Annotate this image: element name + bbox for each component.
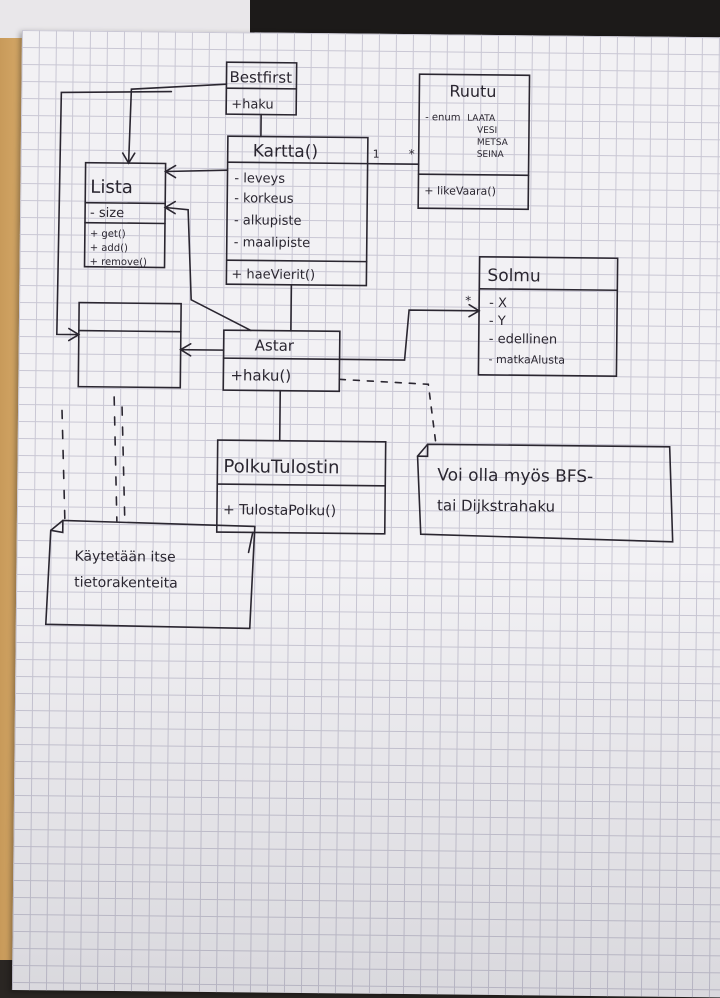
- note-bfs-line2: tai Dijkstrahaku: [437, 496, 555, 515]
- kartta-name: Kartta(): [253, 141, 318, 162]
- solmu-attr-matkaalusta: - matkaAlusta: [489, 353, 566, 367]
- multiplicity-kartta-ruutu-one: 1: [373, 148, 380, 161]
- kartta-attr-maalipiste: - maalipiste: [234, 235, 311, 251]
- kartta-attr-leveys: - leveys: [234, 171, 285, 187]
- multiplicity-astar-solmu: *: [465, 294, 471, 308]
- bestfirst-method: +haku: [231, 97, 274, 112]
- solmu-name: Solmu: [487, 266, 540, 287]
- polkutulostin-name: PolkuTulostin: [223, 456, 339, 478]
- note-bfs-line1: Voi olla myös BFS-: [437, 465, 593, 487]
- ruutu-attr-enum: - enum: [425, 112, 460, 123]
- note-bfs: [417, 444, 674, 542]
- graph-paper-sheet: Bestfirst +haku Ruutu - enum LAATA VESI …: [12, 30, 720, 997]
- bestfirst-name: Bestfirst: [229, 68, 292, 87]
- kartta-attr-alkupiste: - alkupiste: [234, 213, 302, 229]
- lista-method-remove: + remove(): [90, 257, 148, 269]
- multiplicity-kartta-ruutu-many: *: [409, 147, 415, 161]
- lista-method-add: + add(): [90, 243, 128, 254]
- lista-name: Lista: [90, 177, 133, 198]
- ruutu-method: + likeVaara(): [424, 184, 496, 198]
- solmu-attr-edellinen: - edellinen: [489, 332, 558, 348]
- connector-dashed-priokeko-note: [121, 407, 126, 523]
- connector-bestfirst-lista: [123, 83, 227, 164]
- connector-astar-solmu: [340, 303, 480, 360]
- uml-diagram: Bestfirst +haku Ruutu - enum LAATA VESI …: [12, 30, 720, 997]
- connector-astar-polkutulostin: [280, 391, 281, 441]
- lista-attr-size: - size: [90, 206, 124, 221]
- connector-astar-bfs-note: [339, 379, 437, 442]
- lista-method-get: + get(): [90, 229, 126, 240]
- ruutu-attr-laata: LAATA: [467, 114, 496, 124]
- polkutulostin-method: + TulostaPolku(): [223, 502, 336, 519]
- ruutu-name: Ruutu: [449, 81, 496, 100]
- note-custom-line1: Käytetään itse: [74, 549, 175, 566]
- connector-kartta-lista: [165, 166, 227, 179]
- ruutu-attr-metsa: METSA: [477, 138, 509, 148]
- ruutu-attr-vesi: VESI: [477, 126, 497, 136]
- class-priokeko: [78, 303, 181, 388]
- kartta-method: + haeVierit(): [231, 267, 315, 283]
- ruutu-attr-seina: SEINA: [477, 150, 505, 160]
- solmu-attr-x: - X: [489, 296, 507, 311]
- astar-method: +haku(): [230, 366, 291, 385]
- solmu-attr-y: - Y: [489, 314, 506, 329]
- kartta-attr-korkeus: - korkeus: [234, 191, 294, 207]
- connector-polkutulostin-note: [249, 532, 253, 552]
- astar-name: Astar: [255, 336, 295, 354]
- class-polkutulostin: [217, 440, 386, 534]
- connector-astar-priokeko: [181, 344, 224, 356]
- connector-kartta-ruutu: [368, 164, 419, 165]
- connector-dashed-lista-note: [61, 396, 118, 521]
- note-custom-line2: tietorakenteita: [74, 575, 178, 592]
